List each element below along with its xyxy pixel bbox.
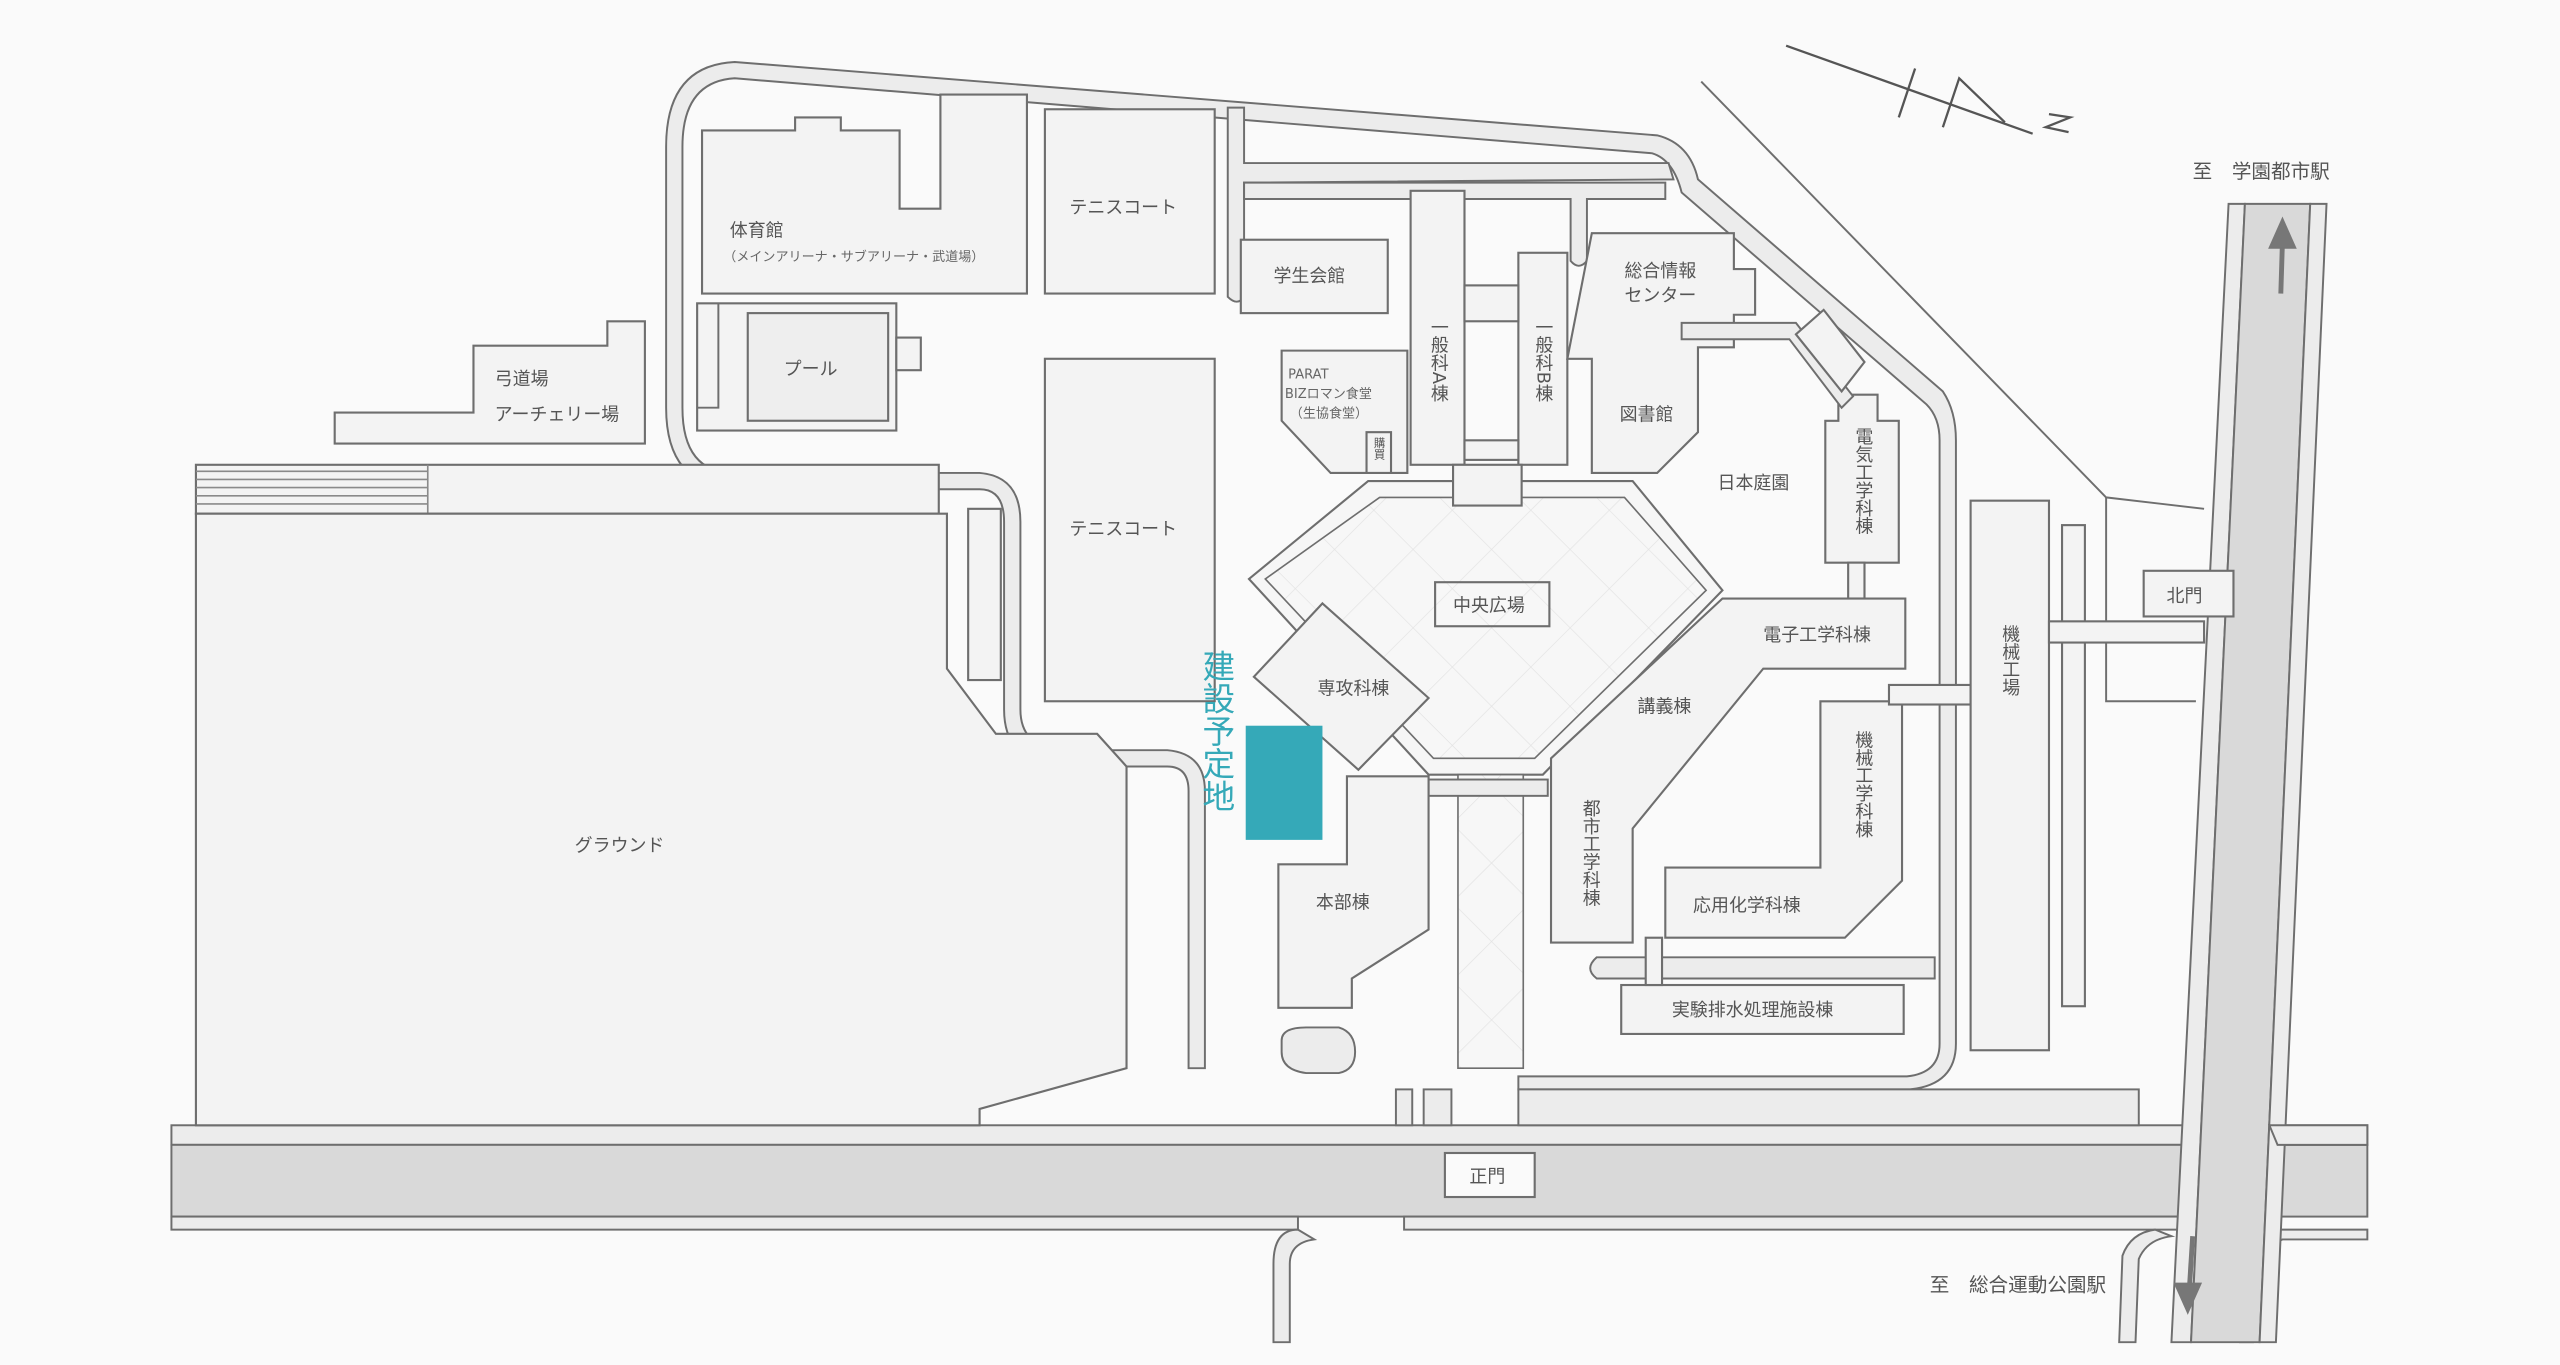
bridge-ab-south: [1463, 439, 1520, 461]
label-gym-sub: （メインアリーナ・サブアリーナ・武道場）: [723, 249, 984, 265]
label-headquarters: 本部棟: [1316, 892, 1370, 913]
central-plaza-sign: [1434, 581, 1551, 628]
label-electronics: 電子工学科棟: [1763, 625, 1871, 646]
gate-block: [1452, 463, 1523, 507]
label-mechanical: 機械工学科棟: [1852, 730, 1873, 838]
wastewater-road: [1589, 956, 1936, 980]
label-gym: 体育館: [730, 220, 784, 241]
north-gate[interactable]: [2142, 569, 2235, 618]
mechanical-connector: [1887, 683, 1972, 706]
side-structure: [967, 507, 1002, 682]
general-b-building[interactable]: [1517, 251, 1569, 466]
mech-factory-annex: [2060, 524, 2086, 1008]
label-student-hall: 学生会館: [1273, 266, 1345, 287]
arrow-south-icon: [2173, 1236, 2203, 1315]
label-north-station: 至 学園都市駅: [2193, 160, 2330, 183]
electrical-link: [1847, 561, 1866, 600]
label-general-b: 一般科B棟: [1532, 318, 1553, 402]
compass-north-icon: [1785, 44, 2075, 135]
main-road: [170, 1124, 2369, 1344]
label-info-center-2: センター: [1624, 286, 1696, 307]
label-garden: 日本庭園: [1718, 473, 1790, 494]
label-advanced: 専攻科棟: [1318, 679, 1390, 700]
tennis-court-south[interactable]: [1043, 357, 1216, 703]
main-gate[interactable]: [1443, 1151, 1536, 1199]
label-lecture: 講義棟: [1638, 697, 1692, 718]
label-main-gate: 正門: [1469, 1166, 1505, 1187]
label-construction-site: 建設予定地: [1197, 649, 1235, 812]
label-north-gate: 北門: [2167, 586, 2203, 607]
mechanical-building[interactable]: [1664, 700, 1904, 939]
archery-range[interactable]: [333, 320, 646, 445]
label-cafeteria-3: （生協食堂）: [1290, 405, 1368, 421]
electronics-building[interactable]: [1549, 597, 1907, 944]
south-loop-road: [1280, 1026, 1357, 1075]
stands: [194, 463, 940, 515]
label-archery-2: アーチェリー場: [495, 405, 620, 426]
label-tennis-north: テニスコート: [1069, 198, 1177, 219]
label-library: 図書館: [1620, 405, 1674, 426]
north-gate-bridge: [2047, 620, 2206, 644]
construction-site-highlight[interactable]: [1245, 725, 1323, 840]
tennis-court-north[interactable]: [1043, 108, 1216, 295]
ground-field[interactable]: [194, 512, 1128, 1127]
main-gate-path-right: [1422, 1088, 1453, 1127]
label-shop: 購買: [1373, 436, 1387, 460]
label-ground: グラウンド: [575, 835, 665, 856]
arrow-north-icon: [2268, 216, 2297, 294]
label-mech-factory: 機械工場: [1999, 624, 2020, 697]
label-cafeteria-2: BIZロマン食堂: [1285, 386, 1372, 402]
gym-building[interactable]: [700, 93, 1028, 295]
label-chemistry: 応用化学科棟: [1693, 896, 1801, 917]
label-general-a: 一般科A棟: [1428, 318, 1449, 402]
label-central-plaza: 中央広場: [1453, 596, 1525, 617]
walkway-connector: [1427, 778, 1549, 797]
bridge-ab: [1463, 284, 1520, 323]
label-cafeteria-1: PARAT: [1288, 367, 1328, 382]
label-info-center-1: 総合情報: [1624, 261, 1696, 282]
main-gate-path-east: [1517, 1088, 2140, 1127]
wastewater-link: [1644, 936, 1664, 987]
wastewater-building[interactable]: [1620, 983, 1905, 1036]
general-a-building[interactable]: [1409, 189, 1466, 466]
main-gate-path-left: [1394, 1088, 1414, 1127]
headquarters-building[interactable]: [1277, 775, 1430, 1009]
advanced-course-building[interactable]: [1252, 601, 1431, 772]
label-electrical: 電気工学科棟: [1852, 427, 1873, 535]
north-south-road: [2170, 202, 2369, 1344]
label-archery-1: 弓道場: [495, 369, 549, 390]
info-center-building[interactable]: [1566, 232, 1757, 474]
mech-factory[interactable]: [1969, 499, 2051, 1052]
label-civil: 都市工学科棟: [1580, 799, 1601, 907]
student-hall[interactable]: [1239, 238, 1389, 315]
label-wastewater: 実験排水処理施設棟: [1672, 1000, 1834, 1021]
label-tennis-south: テニスコート: [1069, 519, 1177, 540]
boundary-line-east: [2105, 497, 2196, 703]
pool-building[interactable]: [696, 302, 922, 432]
small-block-ne: [1794, 308, 1866, 394]
plaza-walkway: [1457, 773, 1525, 1070]
shop-building[interactable]: [1365, 431, 1393, 474]
label-south-station: 至 総合運動公園駅: [1930, 1274, 2106, 1297]
label-pool: プール: [784, 359, 838, 380]
